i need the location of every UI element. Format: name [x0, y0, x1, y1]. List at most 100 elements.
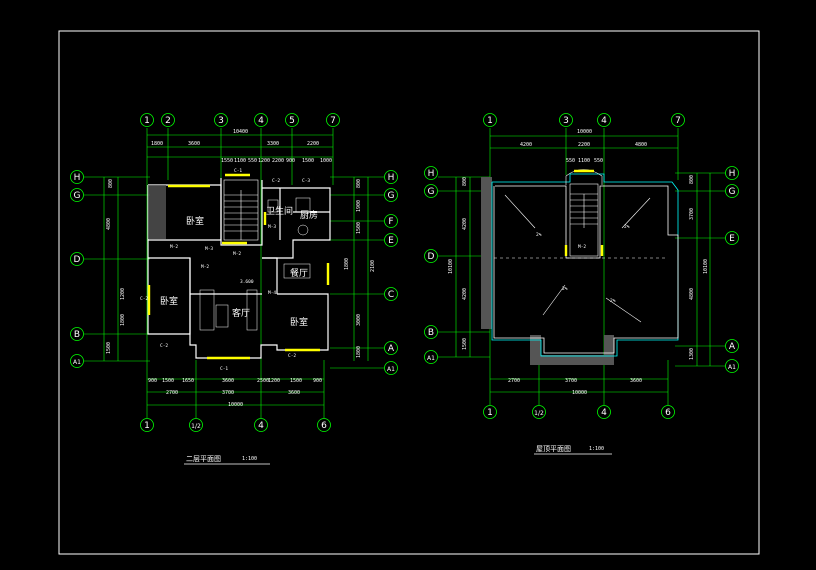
grid-bubble-left-B: B	[70, 327, 84, 341]
grid-bubble-circle	[214, 113, 228, 127]
grid-bubble-label: 4	[601, 408, 607, 418]
grid-bubble-label: 2	[165, 116, 171, 126]
grid-bubble-top-2: 2	[161, 113, 175, 127]
dim-left-3: 1800	[120, 314, 126, 326]
grid-bubble-r-bottom-1: 1	[483, 405, 497, 419]
grid-bubble-label: H	[388, 173, 395, 183]
slope-mark-1: 2%	[536, 232, 542, 238]
grid-bubble-r-top-3: 3	[559, 113, 573, 127]
dim-right-0: 800	[356, 179, 362, 188]
dim-bot-r1-7: 900	[313, 378, 322, 384]
grid-bubble-left-D: D	[70, 252, 84, 266]
grid-bubble-right-A1: A1	[384, 361, 398, 375]
grid-bubbles-right: 1 3 4 7 1 1/2 4 6 H G D B A1 H G E A A1	[424, 113, 739, 419]
dim-top-r2-6: 1500	[302, 158, 314, 164]
grid-bubble-label: 1	[487, 408, 493, 418]
grid-bubble-r-left-A1: A1	[424, 350, 438, 364]
door-tag-3: M-3	[205, 246, 213, 252]
grid-bubble-right-G: G	[384, 188, 398, 202]
grid-bubble-label: G	[729, 187, 736, 197]
grid-bubble-r-left-B: B	[424, 325, 438, 339]
room-label-bath: 卫生间	[266, 205, 293, 217]
grid-bubble-r-bottom-4: 4	[597, 405, 611, 419]
r-dim-top-1: 2200	[578, 142, 590, 148]
grid-bubble-circle	[532, 405, 546, 419]
grid-bubble-circle	[424, 166, 438, 180]
grid-bubble-label: 1/2	[191, 423, 201, 430]
grid-bubble-circle	[384, 341, 398, 355]
door-tag-2: M-2	[201, 264, 209, 270]
door-tag-4: M-2	[233, 251, 241, 257]
grid-bubble-circle	[424, 325, 438, 339]
grid-bubble-r-bottom-6: 6	[661, 405, 675, 419]
grid-bubble-label: 1/2	[534, 410, 544, 417]
grid-bubble-label: 4	[258, 421, 264, 431]
door-tag-6: M-4	[268, 290, 276, 296]
grid-bubble-circle	[326, 113, 340, 127]
grid-bubble-label: H	[428, 169, 435, 179]
window-tag-5: C-3	[302, 178, 310, 184]
grid-bubble-circle	[483, 405, 497, 419]
grid-bubble-circle	[384, 188, 398, 202]
r-dim-bot-1: 3700	[565, 378, 577, 384]
dim-bot-r2-1: 3700	[222, 390, 234, 396]
grid-bubble-circle	[70, 188, 84, 202]
dim-left-2: 1200	[120, 288, 126, 300]
window-tag-6: C-2	[140, 296, 148, 302]
r-dim-left-total: 10100	[448, 259, 454, 274]
grid-bubble-label: D	[74, 255, 81, 265]
r-dim-bot-total: 10000	[572, 390, 587, 396]
dim-right-2: 1500	[356, 222, 362, 234]
window-tag-4: C-2	[272, 178, 280, 184]
grid-bubble-label: 1	[144, 421, 150, 431]
grid-bubble-label: 6	[321, 421, 327, 431]
slope-mark-2: 2%	[624, 224, 630, 230]
grid-axes-left	[84, 128, 384, 418]
windows-right	[564, 169, 604, 256]
grid-bubble-r-bottom-1-2: 1/2	[532, 405, 546, 419]
grid-bubble-top-1: 1	[140, 113, 154, 127]
grid-bubble-bottom-6: 6	[317, 418, 331, 432]
grid-bubble-circle	[189, 418, 203, 432]
dim-top-r2-4: 2200	[272, 158, 284, 164]
dim-bot-r1-4: 2500	[257, 378, 269, 384]
grid-bubble-label: A	[388, 344, 395, 354]
window-tag-3: C-2	[288, 353, 296, 359]
grid-bubble-label: E	[388, 236, 394, 246]
grid-bubble-top-7: 7	[326, 113, 340, 127]
roof-parapet	[481, 177, 614, 365]
r-dim-left-2: 4200	[462, 288, 468, 300]
grid-bubble-right-C: C	[384, 287, 398, 301]
grid-bubble-label: 6	[665, 408, 671, 418]
grid-bubble-left-G: G	[70, 188, 84, 202]
slope-mark-3: 2%	[562, 286, 568, 292]
r-dim-right-1: 3700	[689, 208, 695, 220]
grid-bubble-label: 4	[258, 116, 264, 126]
grid-bubble-circle	[725, 184, 739, 198]
dim-top-r2-5: 900	[286, 158, 295, 164]
grid-bubble-circle	[161, 113, 175, 127]
grid-bubble-left-A1: A1	[70, 354, 84, 368]
grid-bubble-circle	[725, 359, 739, 373]
r-dim-stair-2: 550	[594, 158, 603, 164]
grid-bubble-label: A1	[73, 359, 81, 366]
roof-door-tag: M-2	[578, 244, 586, 250]
balcony-hatch	[148, 185, 166, 239]
grid-bubble-circle	[384, 287, 398, 301]
grid-bubble-label: 5	[289, 116, 295, 126]
grid-bubble-circle	[725, 339, 739, 353]
level-mark: 3.600	[240, 279, 254, 285]
grid-bubble-r-right-A1: A1	[725, 359, 739, 373]
dim-top-r2-0: 1550	[221, 158, 233, 164]
r-dim-left-0: 800	[462, 177, 468, 186]
grid-bubble-circle	[254, 113, 268, 127]
grid-bubble-circle	[70, 327, 84, 341]
plan-right-title: 屋顶平面图	[536, 445, 571, 453]
grid-bubble-r-right-H: H	[725, 166, 739, 180]
room-label-dining: 餐厅	[290, 267, 308, 279]
grid-bubble-label: 1	[487, 116, 493, 126]
grid-bubble-label: F	[388, 217, 393, 227]
drawing-frame-outer	[58, 30, 760, 555]
grid-bubble-bottom-1-2: 1/2	[189, 418, 203, 432]
